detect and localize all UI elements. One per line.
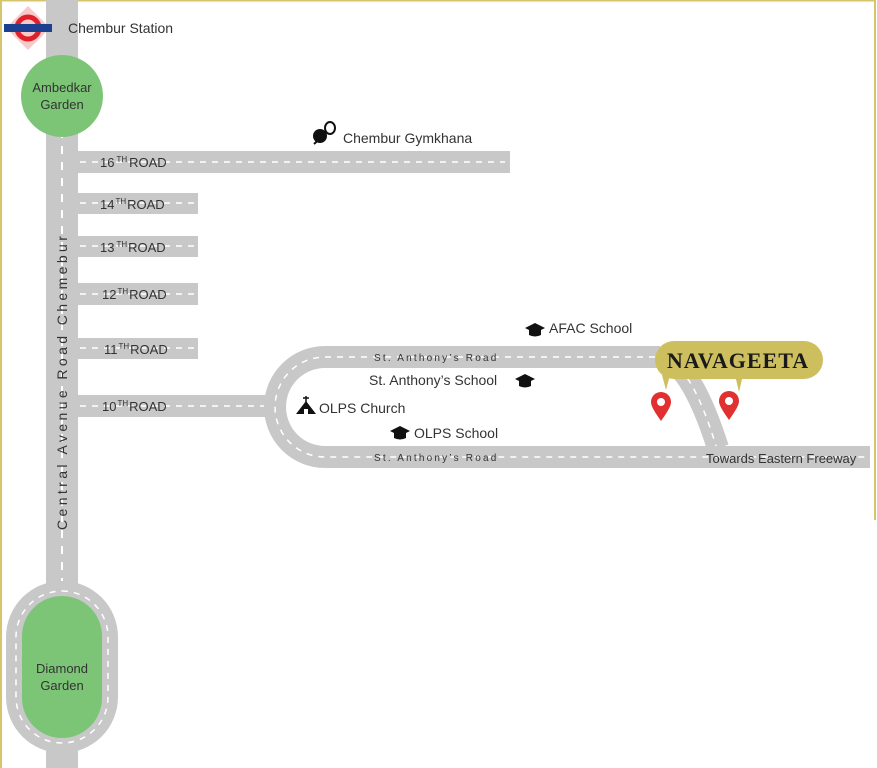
chembur-station-label: Chembur Station	[68, 20, 173, 36]
location-pin-icon	[651, 392, 671, 421]
road-10-label: 10THROAD	[102, 399, 167, 414]
st-anthonys-road-top-label: St. Anthony’s Road	[374, 353, 498, 364]
st-anthonys-road-bottom-label: St. Anthony’s Road	[374, 453, 498, 464]
central-avenue-road-label: Central Avenue Road Chemebur	[54, 233, 70, 530]
road-16-sup: TH	[116, 155, 127, 164]
graduation-cap-icon	[515, 374, 535, 388]
road-11-label: 11THROAD	[104, 342, 168, 357]
chembur-gymkhana-label: Chembur Gymkhana	[343, 130, 472, 146]
st-anthonys-school-label: St. Anthony’s School	[369, 372, 497, 388]
road-13-name: ROAD	[128, 240, 166, 255]
olps-school-label: OLPS School	[414, 425, 498, 441]
road-12-sup: TH	[117, 287, 128, 296]
location-pin-icon	[719, 391, 739, 420]
graduation-cap-icon	[390, 426, 410, 440]
road-10-name: ROAD	[129, 399, 167, 414]
road-14-num: 14	[100, 197, 114, 212]
graduation-cap-icon	[525, 323, 545, 337]
road-14-name: ROAD	[127, 197, 165, 212]
road-11-name: ROAD	[130, 342, 168, 357]
afac-school-label: AFAC School	[549, 320, 632, 336]
diamond-garden-line1: Diamond	[36, 661, 88, 676]
road-10-num: 10	[102, 399, 116, 414]
road-12-num: 12	[102, 287, 116, 302]
road-13-sup: TH	[116, 240, 127, 249]
eastern-freeway-label: Towards Eastern Freeway	[706, 451, 857, 466]
ambedkar-garden-line2: Garden	[40, 97, 83, 112]
road-12-label: 12THROAD	[102, 287, 167, 302]
road-12-name: ROAD	[129, 287, 167, 302]
road-11-num: 11	[104, 342, 118, 357]
project-name: NAVAGEETA	[667, 348, 809, 373]
diamond-garden: Diamond Garden	[6, 581, 118, 753]
side-roads	[78, 151, 510, 417]
road-11-sup: TH	[119, 342, 130, 351]
road-16-num: 16	[100, 155, 114, 170]
road-14-sup: TH	[115, 197, 126, 206]
project-badge: NAVAGEETA	[655, 341, 823, 392]
diamond-garden-line2: Garden	[40, 678, 83, 693]
church-icon	[296, 396, 316, 414]
ambedkar-garden-line1: Ambedkar	[32, 80, 92, 95]
road-13-num: 13	[100, 240, 114, 255]
road-16-name: ROAD	[129, 155, 167, 170]
road-14-label: 14THROAD	[100, 197, 165, 212]
sports-icon	[313, 121, 336, 145]
metro-station-icon	[4, 6, 52, 50]
olps-church-label: OLPS Church	[319, 400, 405, 416]
road-10-sup: TH	[117, 399, 128, 408]
ambedkar-garden: Ambedkar Garden	[21, 55, 103, 137]
